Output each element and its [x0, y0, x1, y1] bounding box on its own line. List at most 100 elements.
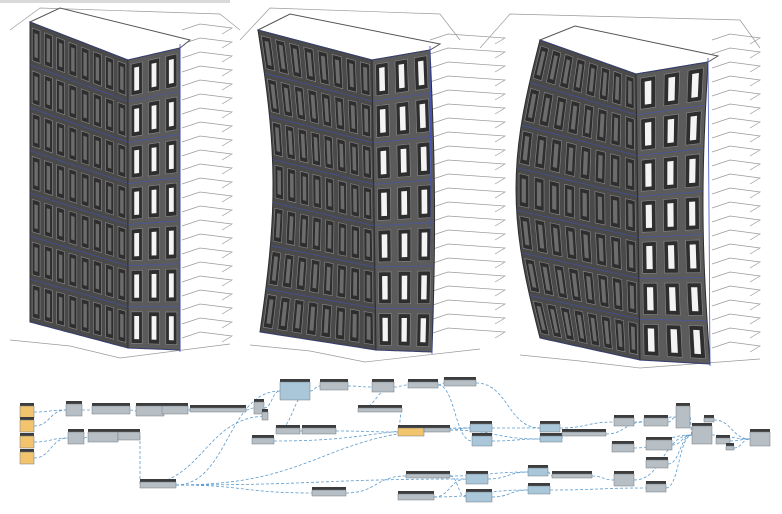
- graph-node[interactable]: [527, 467, 549, 477]
- graph-node[interactable]: [301, 427, 337, 435]
- graph-nodes[interactable]: [19, 377, 771, 503]
- dynamo-graph-canvas[interactable]: [0, 370, 782, 514]
- graph-node[interactable]: [423, 427, 451, 433]
- graph-node[interactable]: [643, 417, 669, 427]
- graph-node[interactable]: [251, 437, 275, 445]
- facade-view-straight[interactable]: [28, 7, 192, 352]
- graph-node[interactable]: [279, 381, 311, 401]
- graph-node[interactable]: [67, 431, 85, 445]
- graph-node[interactable]: [469, 423, 493, 433]
- graph-node[interactable]: [645, 439, 673, 451]
- graph-node-header[interactable]: [68, 429, 84, 432]
- graph-node[interactable]: [319, 381, 349, 391]
- graph-node-header[interactable]: [358, 405, 402, 408]
- graph-node[interactable]: [539, 423, 561, 433]
- graph-node-header[interactable]: [20, 403, 34, 406]
- graph-node[interactable]: [749, 431, 771, 447]
- graph-node[interactable]: [407, 381, 439, 389]
- graph-node-header[interactable]: [118, 429, 140, 432]
- graph-node-header[interactable]: [262, 409, 268, 412]
- graph-node[interactable]: [275, 427, 301, 435]
- graph-node-header[interactable]: [466, 471, 488, 474]
- graph-node-header[interactable]: [20, 449, 34, 452]
- graph-node[interactable]: [253, 401, 265, 415]
- graph-input-node[interactable]: [19, 435, 35, 449]
- graph-node-header[interactable]: [280, 379, 310, 382]
- revit-3d-viewports[interactable]: [0, 0, 782, 370]
- graph-node-header[interactable]: [92, 403, 130, 406]
- graph-node-header[interactable]: [302, 425, 336, 428]
- graph-node-header[interactable]: [470, 421, 492, 424]
- graph-input-node[interactable]: [19, 451, 35, 465]
- graph-node-header[interactable]: [562, 429, 606, 432]
- graph-node-header[interactable]: [704, 415, 714, 418]
- graph-node-header[interactable]: [472, 433, 492, 436]
- graph-node-header[interactable]: [140, 479, 176, 482]
- graph-node[interactable]: [371, 381, 395, 393]
- graph-node-header[interactable]: [312, 487, 346, 490]
- graph-node[interactable]: [139, 481, 177, 489]
- graph-node-header[interactable]: [692, 423, 712, 426]
- graph-node-header[interactable]: [408, 379, 438, 382]
- graph-input-node[interactable]: [397, 427, 425, 437]
- graph-node[interactable]: [539, 435, 563, 443]
- graph-node-header[interactable]: [750, 429, 770, 432]
- graph-node-header[interactable]: [162, 403, 188, 406]
- graph-node[interactable]: [527, 485, 551, 495]
- graph-node-header[interactable]: [254, 399, 264, 402]
- graph-node[interactable]: [691, 425, 713, 445]
- graph-node-header[interactable]: [552, 471, 592, 474]
- graph-node-header[interactable]: [20, 417, 34, 420]
- graph-node-header[interactable]: [444, 377, 476, 380]
- graph-node[interactable]: [715, 437, 731, 445]
- facade-view-convex[interactable]: [515, 25, 720, 367]
- graph-node-header[interactable]: [646, 437, 672, 440]
- graph-node[interactable]: [613, 417, 635, 427]
- graph-node-header[interactable]: [276, 425, 300, 428]
- graph-node[interactable]: [87, 431, 119, 443]
- graph-node[interactable]: [613, 473, 635, 487]
- graph-node[interactable]: [161, 405, 189, 415]
- graph-node-header[interactable]: [320, 379, 348, 382]
- graph-node-header[interactable]: [726, 443, 734, 446]
- graph-node[interactable]: [645, 483, 667, 493]
- graph-node-header[interactable]: [614, 471, 634, 474]
- graph-node[interactable]: [405, 473, 451, 479]
- graph-node[interactable]: [611, 443, 635, 453]
- graph-node[interactable]: [117, 431, 141, 441]
- facade-view-concave[interactable]: [256, 13, 442, 355]
- graph-node-header[interactable]: [20, 433, 34, 436]
- graph-node-header[interactable]: [372, 379, 394, 382]
- graph-node[interactable]: [561, 431, 607, 437]
- graph-node[interactable]: [465, 491, 493, 503]
- graph-node-header[interactable]: [676, 403, 690, 406]
- graph-node-header[interactable]: [540, 421, 560, 424]
- graph-node[interactable]: [725, 445, 735, 451]
- graph-node[interactable]: [91, 405, 131, 415]
- graph-node[interactable]: [397, 493, 435, 501]
- graph-node[interactable]: [551, 473, 593, 479]
- graph-node[interactable]: [65, 403, 83, 417]
- graph-node[interactable]: [645, 459, 669, 469]
- graph-node-header[interactable]: [406, 471, 450, 474]
- graph-node[interactable]: [189, 407, 247, 413]
- graph-node[interactable]: [471, 435, 493, 447]
- graph-node-header[interactable]: [136, 403, 164, 406]
- graph-node-header[interactable]: [646, 457, 668, 460]
- graph-node[interactable]: [135, 405, 165, 417]
- graph-node[interactable]: [311, 489, 347, 497]
- graph-node[interactable]: [465, 473, 489, 485]
- graph-node-header[interactable]: [190, 405, 246, 408]
- graph-node-header[interactable]: [88, 429, 118, 432]
- graph-node-header[interactable]: [528, 483, 550, 486]
- graph-node[interactable]: [443, 379, 477, 387]
- graph-node-header[interactable]: [644, 415, 668, 418]
- graph-node-header[interactable]: [466, 489, 492, 492]
- graph-node[interactable]: [703, 417, 715, 423]
- graph-node[interactable]: [357, 407, 403, 413]
- graph-input-node[interactable]: [19, 419, 35, 433]
- graph-node-header[interactable]: [252, 435, 274, 438]
- graph-node-header[interactable]: [612, 441, 634, 444]
- graph-node-header[interactable]: [646, 481, 666, 484]
- graph-node-header[interactable]: [398, 425, 424, 428]
